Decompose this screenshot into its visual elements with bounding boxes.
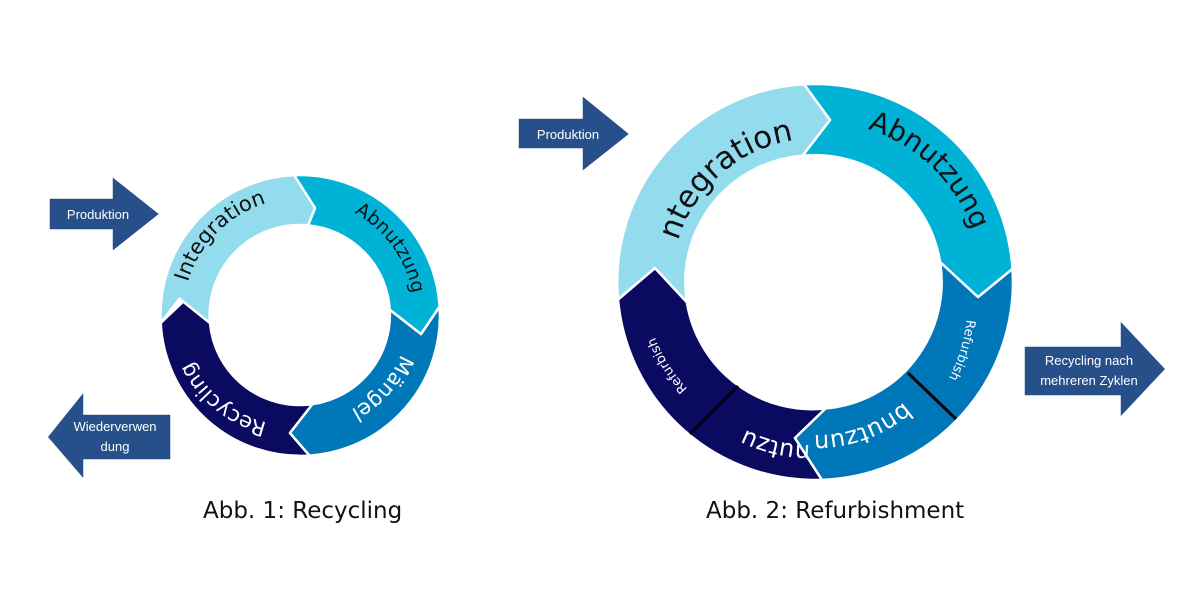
recycling-nach-zyklen-label-line-1: Recycling nach [1045,353,1133,368]
recycling-nach-zyklen-arrow: Recycling nach mehreren Zyklen [1023,318,1168,420]
separator-right [906,371,958,421]
separator-left [688,384,740,436]
produktion-arrow-1-label: Produktion [67,207,129,222]
wiederverwendung-label-line-2: dung [101,439,130,454]
segment-integration [159,173,317,325]
recycling-nach-zyklen-label-line-2: mehreren Zyklen [1040,373,1138,388]
wiederverwendung-label-line-1: Wiederverwen [73,419,156,434]
segment-integration [616,83,832,304]
produktion-arrow-2: Produktion [517,93,632,174]
segment-maengel [288,305,442,457]
figure-1-caption: Abb. 1: Recycling [203,498,403,524]
refurbishment-cycle-diagram: Produktion Recycling nach mehreren Zykle… [0,0,1168,482]
segment-abnutzung [801,82,1014,299]
segment-abnutzung-lower [793,260,1015,482]
wiederverwendung-arrow: Wiederverwen dung [46,388,172,483]
segment-refurbish-left [616,266,827,482]
produktion-arrow-1: Produktion [48,174,162,254]
recycling-cycle-diagram: Produktion Wiederverwen dung Integration… [46,173,442,483]
segment-abnutzung [292,173,441,336]
produktion-arrow-2-label: Produktion [537,127,599,142]
figure-2-caption: Abb. 2: Refurbishment [706,498,965,524]
